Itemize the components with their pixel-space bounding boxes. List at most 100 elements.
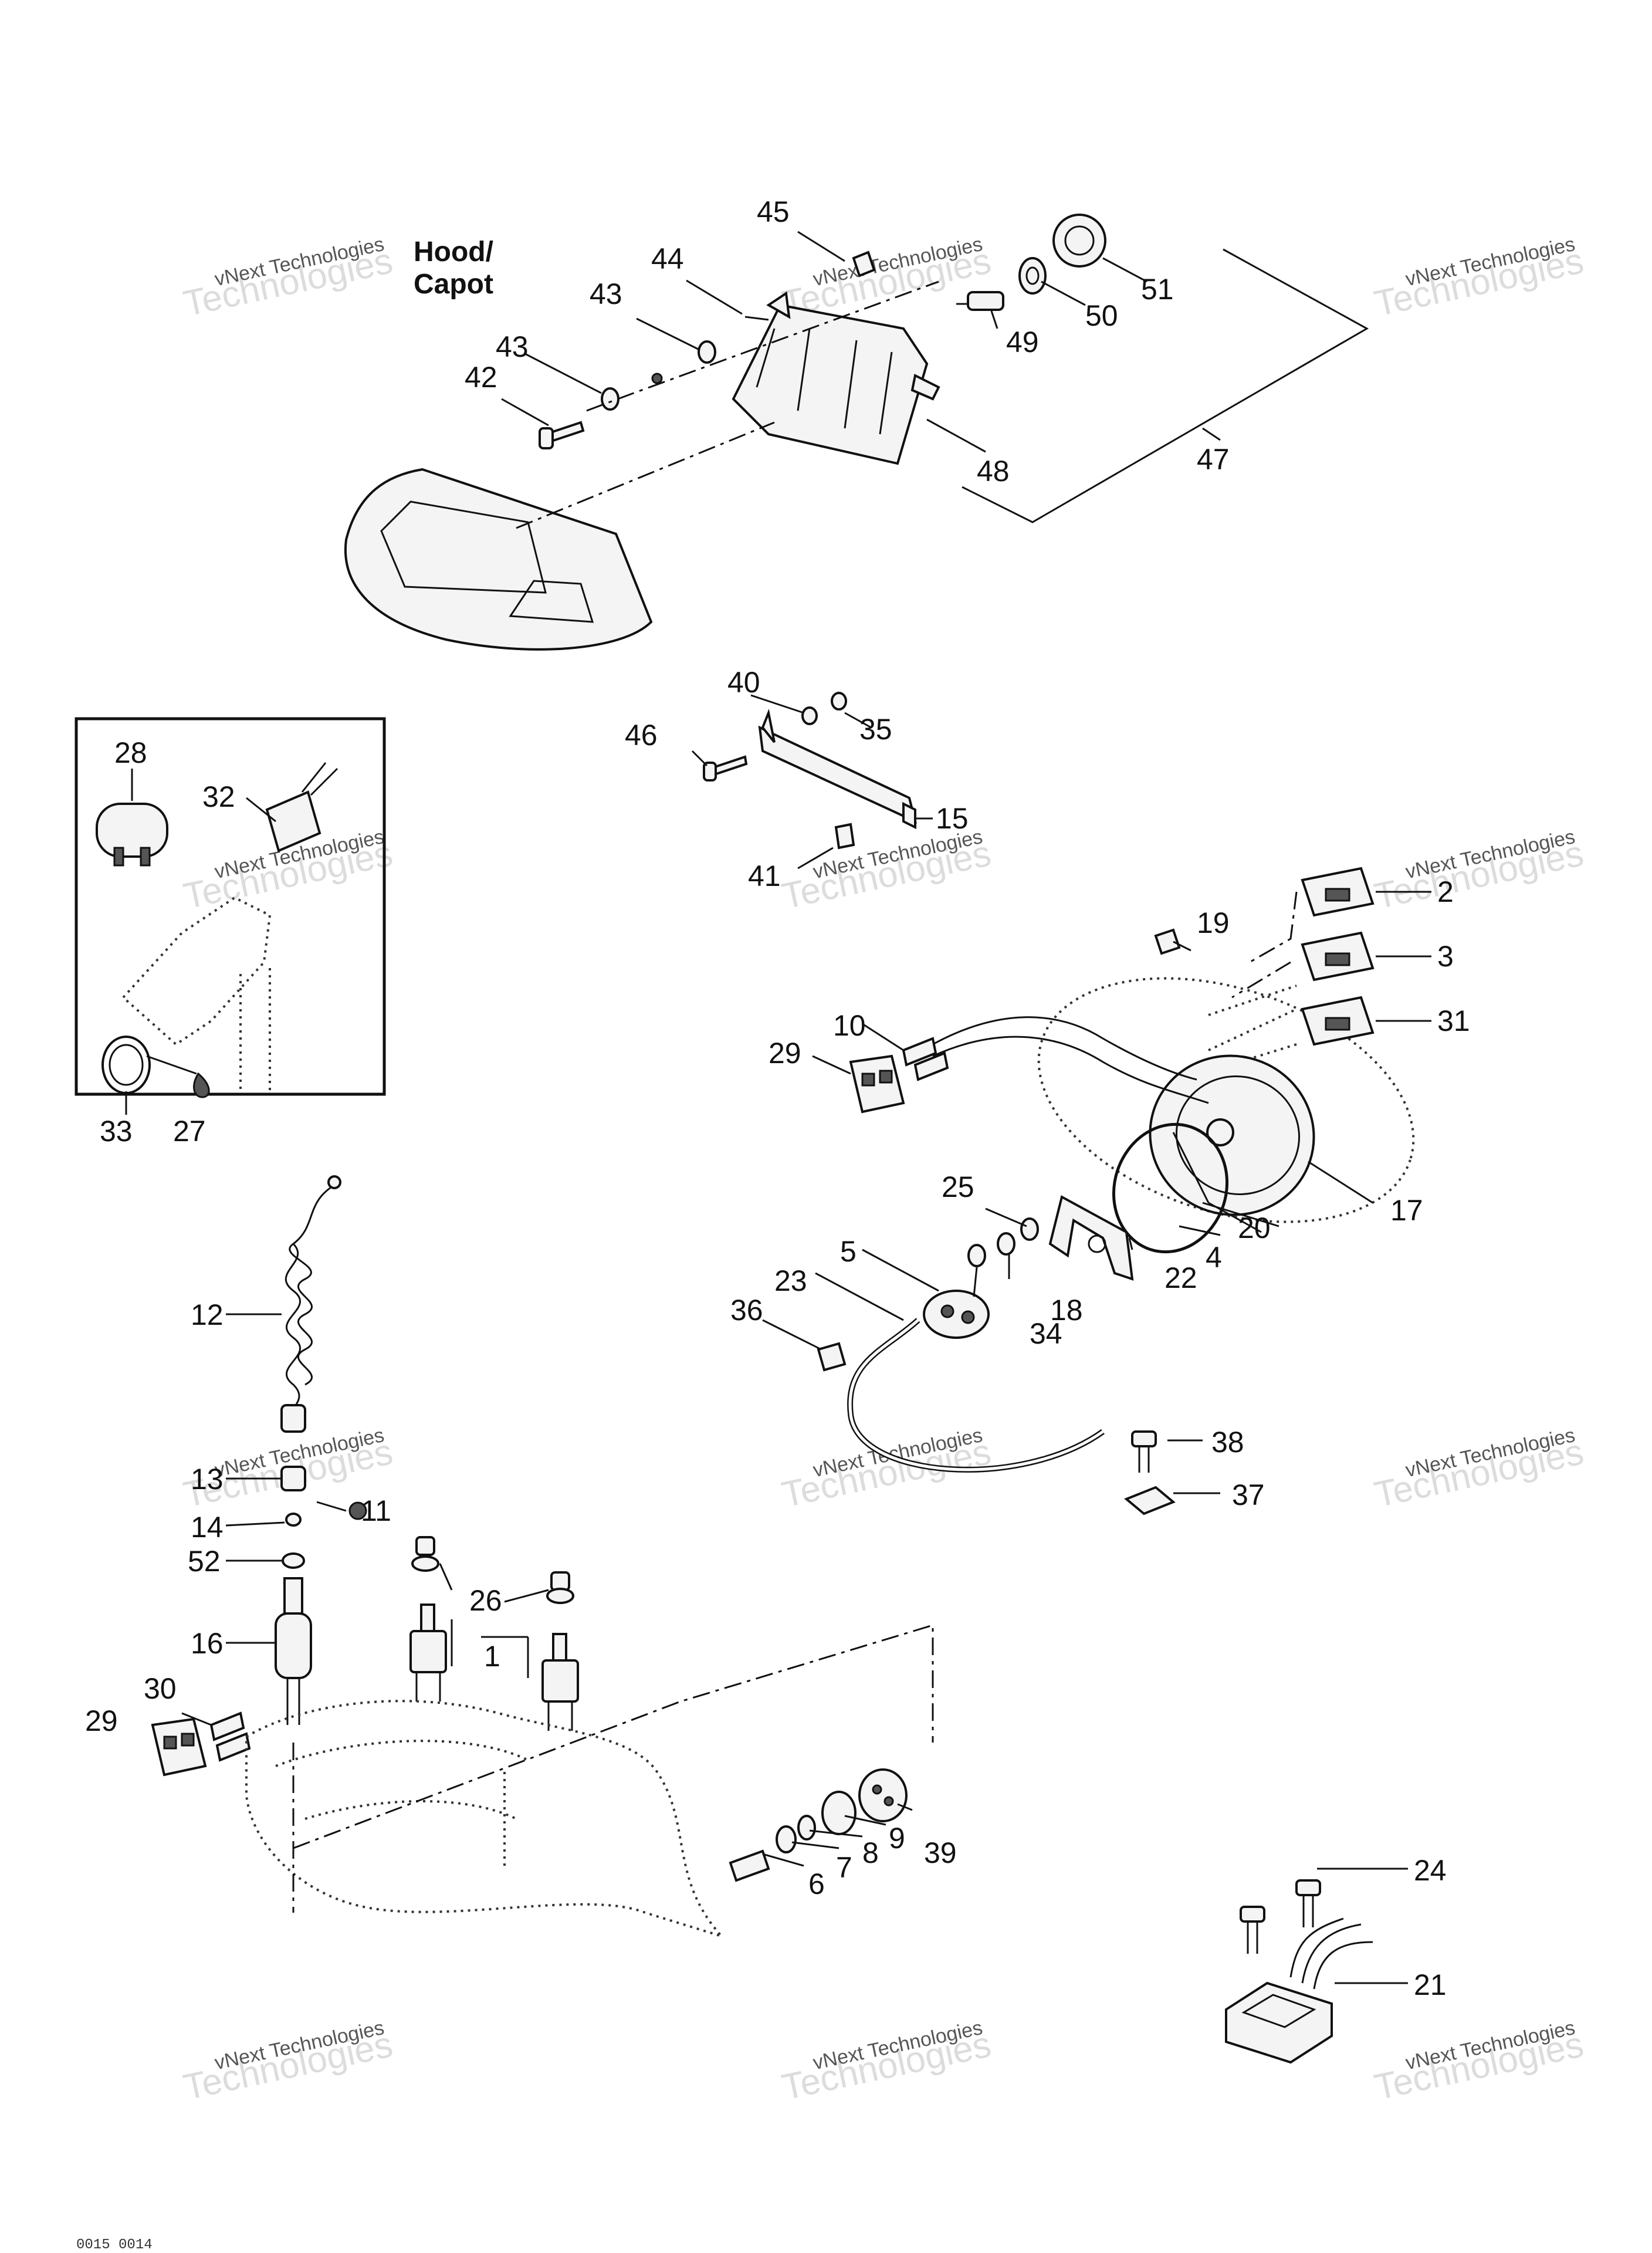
watermark: Technologies vNext Technologies bbox=[1371, 2017, 1587, 2108]
bulb-49 bbox=[956, 291, 1004, 311]
connector-29-bottom bbox=[151, 1717, 207, 1777]
watermark: Technologies vNext Technologies bbox=[1371, 826, 1587, 917]
switch-2 bbox=[1301, 867, 1375, 917]
oring-14 bbox=[285, 1513, 302, 1527]
callout-39: 39 bbox=[924, 1836, 957, 1869]
headlamp-reflector bbox=[732, 303, 929, 465]
clamp-37 bbox=[1124, 1486, 1176, 1515]
callout-37: 37 bbox=[1232, 1479, 1265, 1511]
ring-20 bbox=[1112, 1122, 1229, 1254]
callout-3: 3 bbox=[1437, 940, 1454, 973]
washer-18 bbox=[997, 1232, 1015, 1256]
washer-52 bbox=[282, 1552, 305, 1569]
callout-29b: 29 bbox=[85, 1704, 118, 1737]
callout-12: 12 bbox=[191, 1298, 224, 1331]
callout-24: 24 bbox=[1414, 1854, 1447, 1887]
screw-44 bbox=[744, 316, 769, 321]
gauge-group bbox=[817, 867, 1415, 1515]
washer-8 bbox=[797, 1815, 816, 1841]
screw-38 bbox=[1131, 1430, 1157, 1473]
nut-35 bbox=[831, 692, 847, 711]
callout-26: 26 bbox=[469, 1584, 502, 1617]
screw-26b bbox=[546, 1571, 574, 1604]
nut-hood bbox=[651, 373, 663, 384]
watermark: Technologies vNext Technologies bbox=[778, 826, 994, 917]
hood-label-line2: Capot bbox=[414, 269, 493, 300]
nut-50 bbox=[1018, 257, 1047, 295]
callout-47: 47 bbox=[1197, 443, 1230, 476]
callout-15: 15 bbox=[936, 802, 969, 835]
callout-4: 4 bbox=[1206, 1241, 1222, 1274]
watermark: Technologies vNext Technologies bbox=[1371, 1424, 1587, 1515]
cap-36 bbox=[817, 1342, 847, 1372]
leader-lines bbox=[125, 231, 1431, 1984]
switch-31 bbox=[1301, 996, 1375, 1046]
nut-7 bbox=[776, 1825, 797, 1853]
regulator-21 bbox=[1225, 1981, 1333, 2064]
switch-3 bbox=[1301, 931, 1375, 982]
callout-30: 30 bbox=[144, 1672, 177, 1705]
callout-35: 35 bbox=[859, 713, 892, 746]
screw-26a bbox=[411, 1536, 439, 1572]
terminal-10b bbox=[913, 1051, 949, 1081]
callout-49: 49 bbox=[1006, 326, 1039, 358]
nut-11 bbox=[348, 1501, 367, 1520]
washer-40 bbox=[801, 706, 818, 725]
callout-46: 46 bbox=[625, 719, 658, 752]
sender-5 bbox=[923, 1290, 990, 1339]
bolt-24b bbox=[1295, 1879, 1321, 1927]
callout-6: 6 bbox=[808, 1868, 825, 1900]
post-1a bbox=[409, 1604, 447, 1701]
callout-8: 8 bbox=[862, 1836, 879, 1869]
callout-42: 42 bbox=[465, 361, 497, 394]
bulb-19 bbox=[1154, 928, 1181, 955]
switch-body-9 bbox=[821, 1791, 857, 1835]
cap-13 bbox=[280, 1404, 306, 1433]
callout-2: 2 bbox=[1437, 875, 1454, 908]
callout-22: 22 bbox=[1164, 1261, 1197, 1294]
callout-17: 17 bbox=[1390, 1194, 1423, 1227]
callout-41: 41 bbox=[748, 860, 781, 892]
callout-34: 34 bbox=[1030, 1317, 1062, 1350]
hood-panel bbox=[344, 468, 653, 651]
headlamp-group bbox=[344, 214, 1369, 651]
callout-23: 23 bbox=[774, 1264, 807, 1297]
callout-48: 48 bbox=[977, 455, 1010, 488]
connector-29-top bbox=[849, 1054, 905, 1114]
callout-31: 31 bbox=[1437, 1004, 1470, 1037]
switch-16 bbox=[275, 1577, 312, 1725]
callout-40: 40 bbox=[727, 666, 760, 699]
callout-28: 28 bbox=[114, 736, 147, 769]
terminal-10 bbox=[902, 1037, 937, 1067]
callout-38: 38 bbox=[1211, 1426, 1244, 1459]
callout-50: 50 bbox=[1085, 299, 1118, 332]
watermark: Technologies vNext Technologies bbox=[180, 2017, 396, 2108]
terminals-30 bbox=[209, 1711, 245, 1741]
inset-box bbox=[75, 717, 386, 1098]
callout-7: 7 bbox=[836, 1851, 852, 1884]
boot-51 bbox=[1052, 214, 1106, 268]
key-6 bbox=[729, 1849, 770, 1882]
callout-43: 43 bbox=[590, 278, 622, 310]
clip-45 bbox=[852, 251, 876, 278]
callout-19: 19 bbox=[1197, 906, 1230, 939]
washer-43 bbox=[698, 340, 716, 364]
callout-5: 5 bbox=[840, 1235, 857, 1268]
watermark: Technologies vNext Technologies bbox=[180, 233, 396, 324]
callout-9: 9 bbox=[889, 1822, 905, 1855]
post-1b bbox=[541, 1633, 579, 1731]
callout-18: 18 bbox=[1050, 1294, 1083, 1327]
tether-group bbox=[151, 1175, 934, 1939]
watermark: Technologies vNext Technologies bbox=[1371, 233, 1587, 324]
part-32 bbox=[265, 762, 338, 853]
callout-32: 32 bbox=[202, 780, 235, 813]
callouts: 45 44 43 43 42 51 50 49 48 47 40 35 46 1… bbox=[85, 195, 1470, 2001]
part-28 bbox=[96, 803, 168, 867]
nut-34 bbox=[967, 1244, 986, 1267]
cord-12 bbox=[285, 1184, 335, 1421]
callout-27: 27 bbox=[173, 1115, 206, 1148]
bracket-group bbox=[703, 692, 917, 850]
callout-25: 25 bbox=[942, 1171, 974, 1203]
watermark: Technologies vNext Technologies bbox=[778, 2017, 994, 2108]
